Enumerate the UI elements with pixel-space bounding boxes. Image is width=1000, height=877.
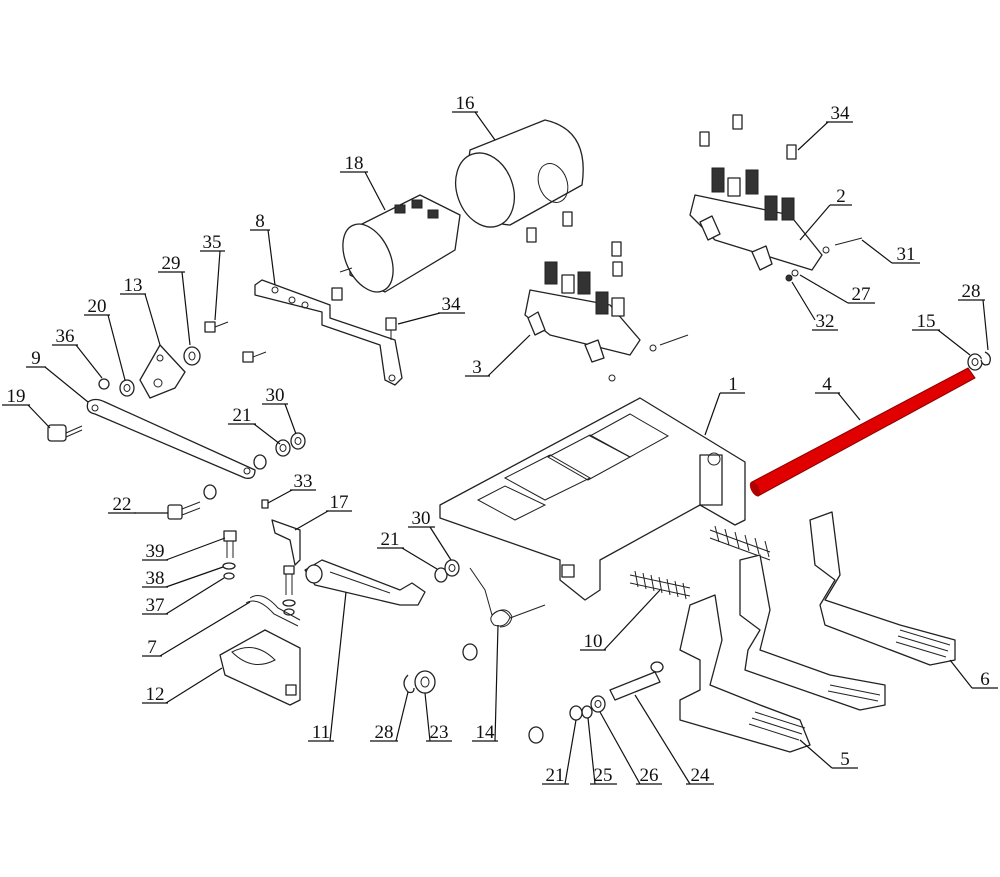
callout-29: 29: [162, 253, 181, 274]
callout-26: 26: [640, 765, 659, 786]
part-bolt-center: [282, 565, 296, 616]
part-21-washer-b: [434, 567, 448, 583]
callout-17: 17: [330, 492, 349, 513]
callout-2: 2: [836, 186, 846, 207]
part-19-bolt: [47, 424, 83, 442]
part-16-cylinder-cover: [455, 119, 584, 228]
part-38-washer: [222, 562, 236, 570]
part-22-bolt: [167, 484, 217, 520]
part-2-valve-block: [689, 114, 863, 282]
part-20-washer: [119, 379, 135, 397]
callout-5: 5: [840, 749, 850, 770]
part-6-pedal: [809, 511, 956, 666]
callout-34-b: 34: [442, 294, 462, 315]
callout-14: 14: [476, 722, 496, 743]
callout-25: 25: [594, 765, 613, 786]
part-3-valve-block: [524, 211, 689, 382]
part-pedal-middle: [709, 525, 886, 711]
callout-30-b: 30: [412, 508, 431, 529]
part-36-nut: [98, 378, 110, 390]
callout-6: 6: [980, 669, 990, 690]
callout-27: 27: [852, 284, 871, 305]
part-29-nut: [183, 346, 201, 366]
callout-21-b: 21: [381, 529, 400, 550]
callout-21-c: 21: [546, 765, 565, 786]
part-34-screw-a: [331, 287, 397, 340]
part-37-washer: [223, 572, 235, 580]
part-21-washer-c: [569, 705, 583, 721]
part-7-spring-clip: [245, 595, 301, 627]
callout-24: 24: [691, 765, 711, 786]
part-25-washer: [581, 705, 593, 719]
part-14-torsion-spring: [462, 567, 546, 661]
callout-20: 20: [88, 296, 107, 317]
callout-22: 22: [113, 494, 132, 515]
callout-36: 36: [56, 326, 75, 347]
callout-3: 3: [472, 357, 482, 378]
part-nut-loose: [528, 726, 544, 744]
callout-10: 10: [584, 631, 603, 652]
callout-30-a: 30: [266, 385, 285, 406]
part-30-nut-b: [444, 559, 460, 577]
callout-33: 33: [294, 471, 313, 492]
callout-8: 8: [255, 211, 265, 232]
part-26-nut: [590, 695, 606, 713]
callout-39: 39: [146, 541, 165, 562]
callout-16: 16: [456, 93, 475, 114]
callout-21-a: 21: [233, 405, 252, 426]
part-10-spring: [629, 570, 691, 600]
callout-35: 35: [203, 232, 222, 253]
part-30-nut-a: [290, 432, 306, 450]
part-screw-small: [242, 351, 267, 363]
part-39-bolt: [223, 530, 237, 558]
callout-31: 31: [897, 244, 916, 265]
callout-4: 4: [822, 374, 832, 395]
callout-23: 23: [430, 722, 449, 743]
callout-13: 13: [124, 275, 143, 296]
part-1-base-frame: [439, 397, 746, 601]
callout-18: 18: [345, 153, 364, 174]
callout-19: 19: [7, 386, 26, 407]
part-35-screw: [204, 321, 229, 333]
part-18-switch-block: [339, 194, 461, 293]
callout-1: 1: [728, 374, 738, 395]
callout-7: 7: [147, 637, 157, 658]
callout-34-a: 34: [831, 103, 851, 124]
callout-28-b: 28: [375, 722, 394, 743]
leader-lines: [2, 111, 998, 785]
part-15-washer: [967, 353, 983, 371]
part-9-link-bar: [86, 398, 256, 479]
part-28-clip-a: [980, 351, 991, 366]
part-23-washer: [414, 670, 436, 694]
callout-12: 12: [146, 684, 165, 705]
part-17-bracket: [261, 499, 301, 566]
callout-28-a: 28: [962, 281, 981, 302]
part-8-bracket: [254, 279, 403, 386]
part-12-housing: [219, 629, 301, 706]
part-11-lever-arm: [304, 559, 426, 606]
callout-11: 11: [312, 722, 330, 743]
part-washer-extra: [253, 454, 267, 470]
part-5-pedal: [679, 594, 811, 753]
callout-38: 38: [146, 568, 165, 589]
part-24-pin: [609, 661, 664, 701]
callout-32: 32: [816, 311, 835, 332]
part-4-shaft-highlighted: [749, 367, 976, 497]
part-13-plate: [139, 344, 186, 399]
callout-9: 9: [31, 348, 41, 369]
callout-37: 37: [146, 595, 165, 616]
callout-labels: 1 2 3 4 5 6 7 8 9 10 11 12 13 14 15 16 1…: [7, 93, 990, 786]
part-28-clip-b: [403, 674, 415, 694]
callout-15: 15: [917, 311, 936, 332]
